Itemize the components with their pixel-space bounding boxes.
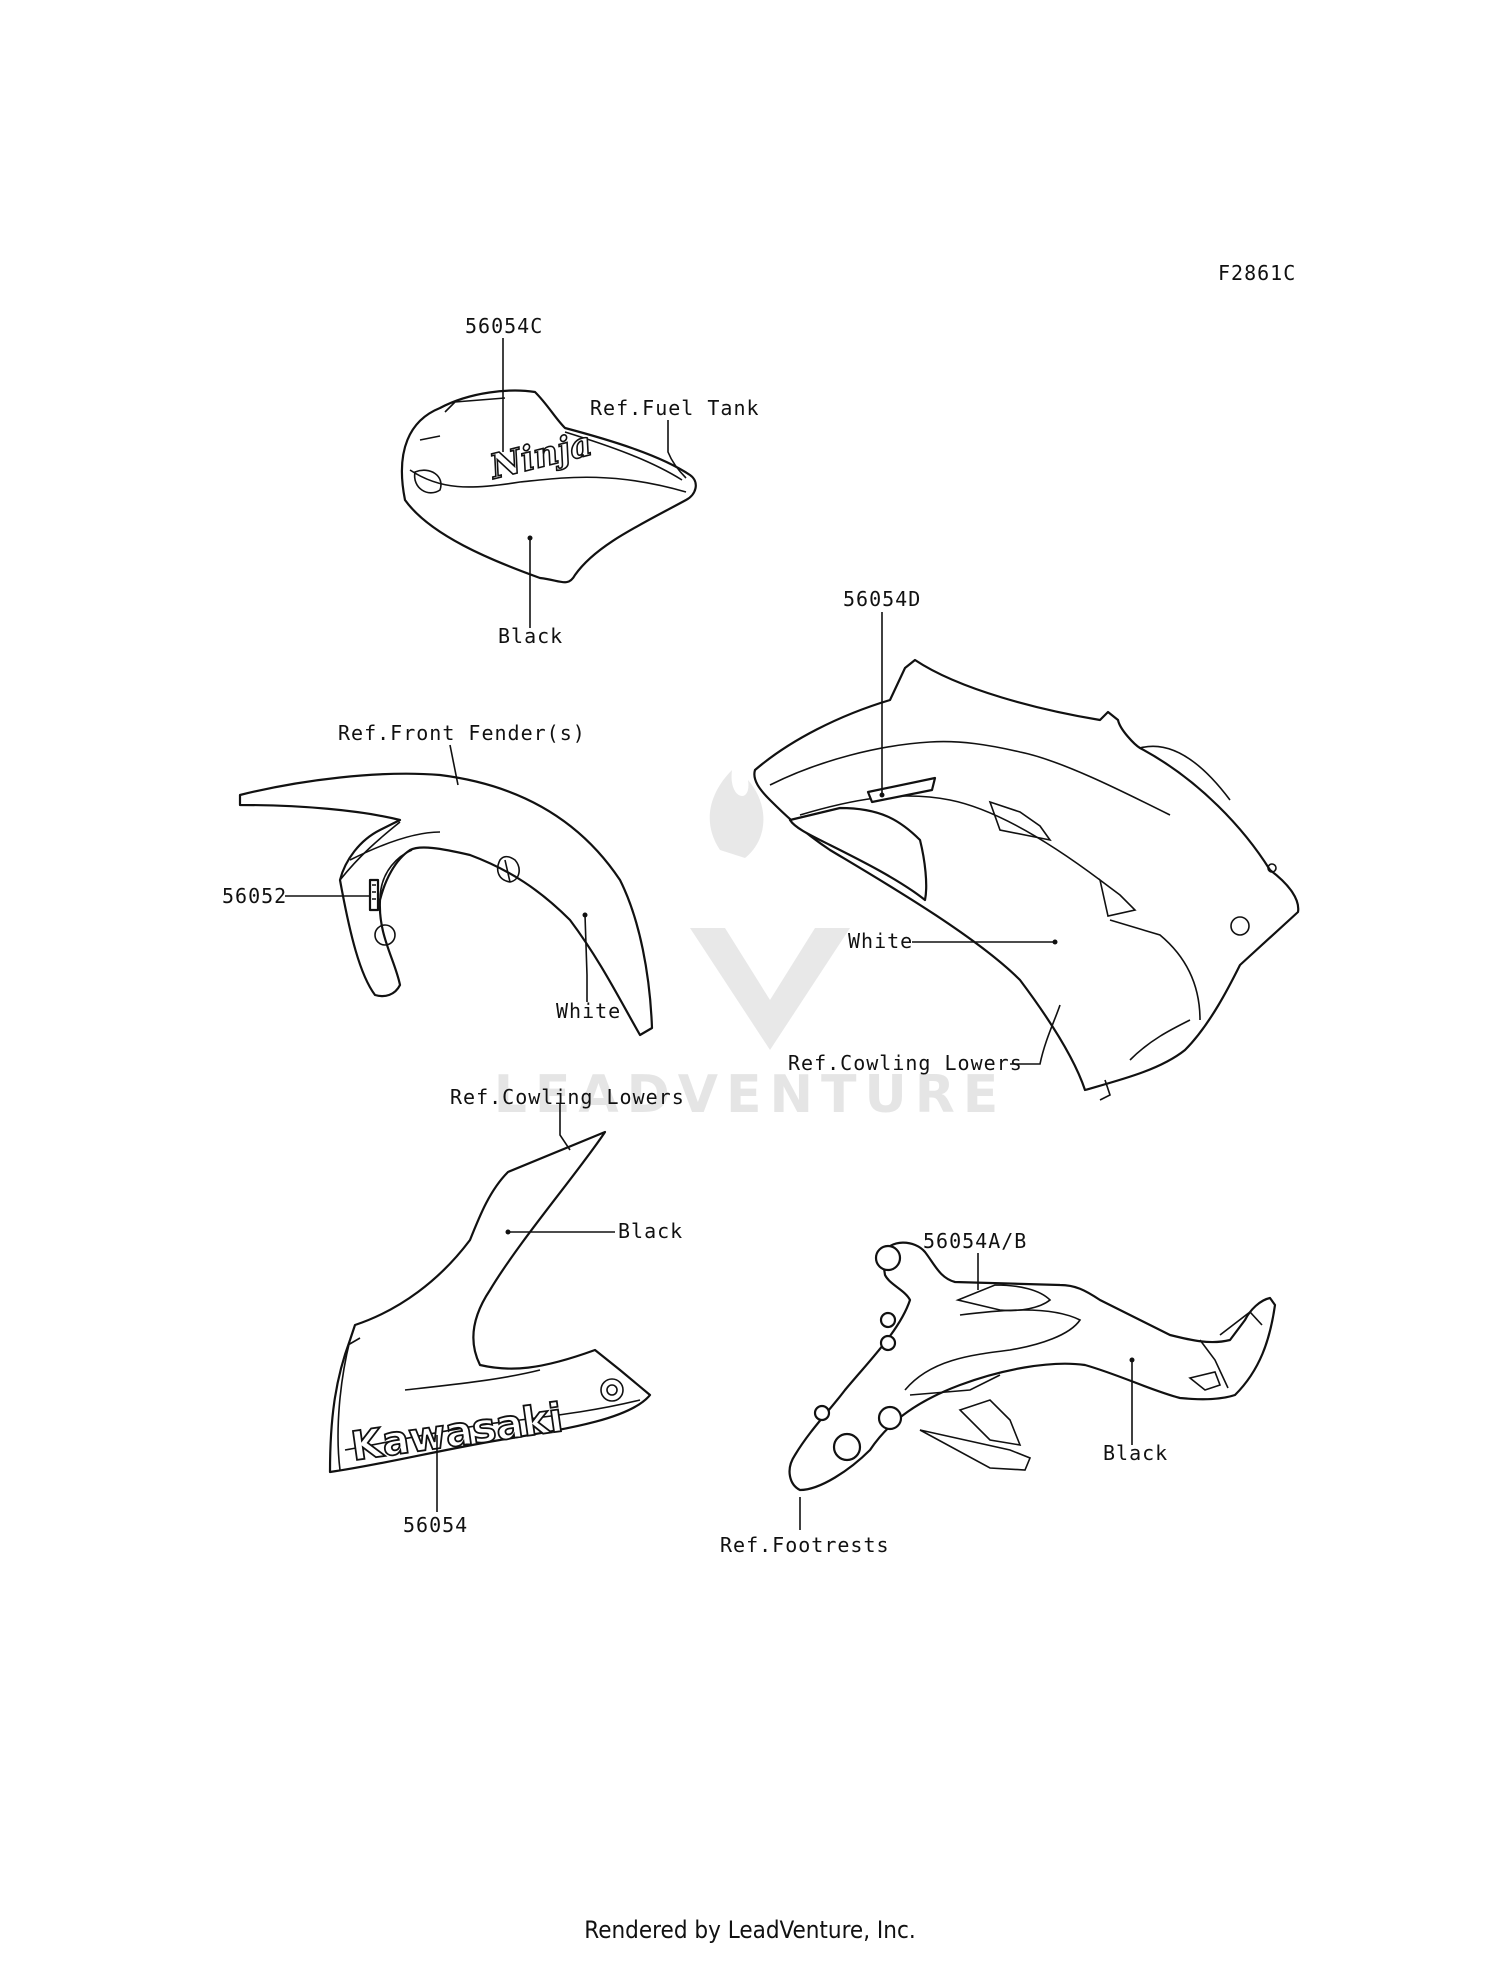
leadventure-watermark: LEADVENTURE [494,770,1007,1125]
label-56054C: 56054C [465,314,543,338]
label-56054: 56054 [403,1513,468,1537]
label-fuel-tank-black: Black [498,624,563,648]
footer-credit: Rendered by LeadVenture, Inc. [584,1916,916,1944]
label-ref-front-fender: Ref.Front Fender(s) [338,721,586,745]
label-ref-fuel-tank: Ref.Fuel Tank [590,396,760,420]
label-56054D: 56054D [843,587,921,611]
footrest-bracket-illustration [788,1241,1277,1492]
label-footrest-black: Black [1103,1441,1168,1465]
label-56054AB: 56054A/B [923,1229,1027,1253]
label-ref-cowling-lowers-2: Ref.Cowling Lowers [450,1085,685,1109]
label-ref-footrests: Ref.Footrests [720,1533,890,1557]
label-fender-white: White [556,999,621,1023]
label-lower-cowl-black: Black [618,1219,683,1243]
diagram-code: F2861C [1218,261,1296,285]
label-cowling-white: White [848,929,913,953]
label-56052: 56052 [222,884,287,908]
label-ref-cowling-lowers-1: Ref.Cowling Lowers [788,1051,1023,1075]
front-fender-illustration [238,772,654,1037]
side-cowling-illustration [753,658,1300,1101]
watermark-text: LEADVENTURE [494,1065,1007,1125]
lower-cowling-illustration: Kawasaki [328,1130,652,1474]
